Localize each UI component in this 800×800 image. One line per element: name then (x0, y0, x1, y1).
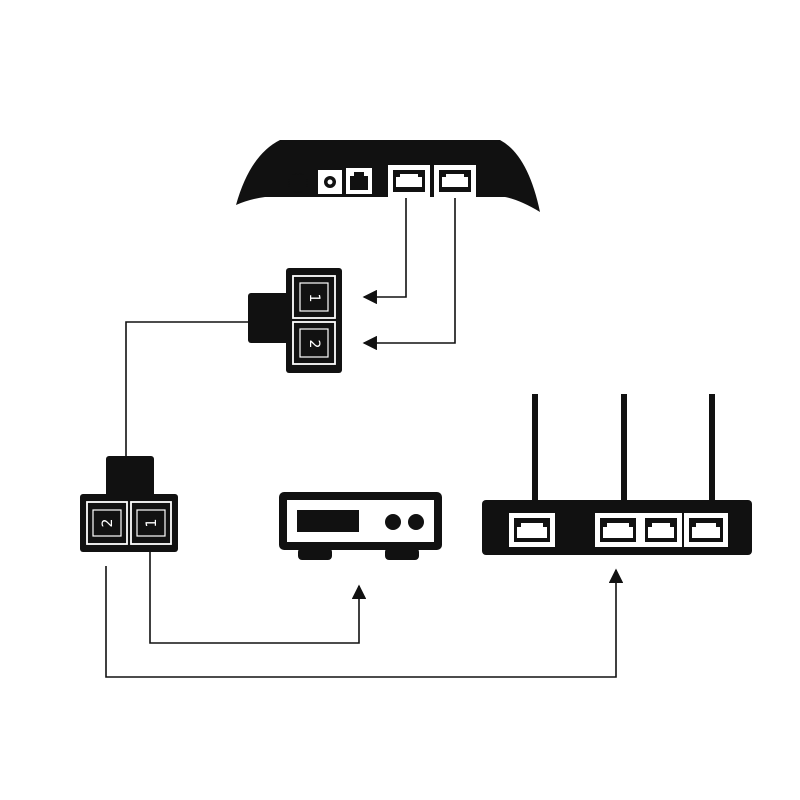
phone-jack-icon (346, 168, 372, 194)
router-lan-port-3 (640, 513, 682, 547)
cable-modem-to-splitter-port-2 (362, 198, 456, 351)
splitter-top-port-2-label: 2 (306, 340, 322, 349)
cable-modem-to-splitter-port-1 (362, 198, 407, 305)
cable-splitter-top-to-splitter-bottom (125, 321, 248, 456)
set-top-box-foot (385, 548, 419, 560)
splitter-bottom-port-2: 2 (86, 501, 128, 545)
set-top-box-knob-icon (408, 514, 424, 530)
router-lan-port-2 (595, 513, 641, 547)
modem-device (236, 140, 540, 212)
set-top-box-foot (298, 548, 332, 560)
set-top-box-knob-icon (385, 514, 401, 530)
modem-ethernet-port-b (434, 165, 476, 197)
set-top-box-display (297, 510, 359, 532)
router-antenna (621, 394, 627, 502)
router-antenna (532, 394, 538, 502)
router-antenna (709, 394, 715, 502)
splitter-bottom-port-1-label: 1 (144, 519, 160, 528)
set-top-box (279, 492, 442, 560)
dc-jack-icon (318, 170, 342, 194)
splitter-top-plug (248, 293, 290, 343)
splitter-bottom-port-1: 1 (130, 501, 172, 545)
splitter-top-port-1: 1 (292, 275, 336, 319)
modem-ethernet-port-a (388, 165, 430, 197)
cable-splitter-bottom-port-1-to-set-top-box (149, 552, 367, 644)
splitter-bottom: 2 1 (80, 456, 178, 552)
router-lan-port-1 (509, 513, 555, 547)
splitter-top-port-1-label: 1 (306, 294, 322, 303)
splitter-bottom-plug (106, 456, 154, 498)
splitter-top: 1 2 (248, 268, 342, 373)
splitter-bottom-port-2-label: 2 (100, 519, 116, 528)
cable-splitter-bottom-port-2-to-router (105, 566, 624, 678)
router (482, 394, 752, 555)
router-lan-port-4 (684, 513, 728, 547)
splitter-bottom-body (80, 494, 178, 552)
splitter-top-port-2: 2 (292, 321, 336, 365)
